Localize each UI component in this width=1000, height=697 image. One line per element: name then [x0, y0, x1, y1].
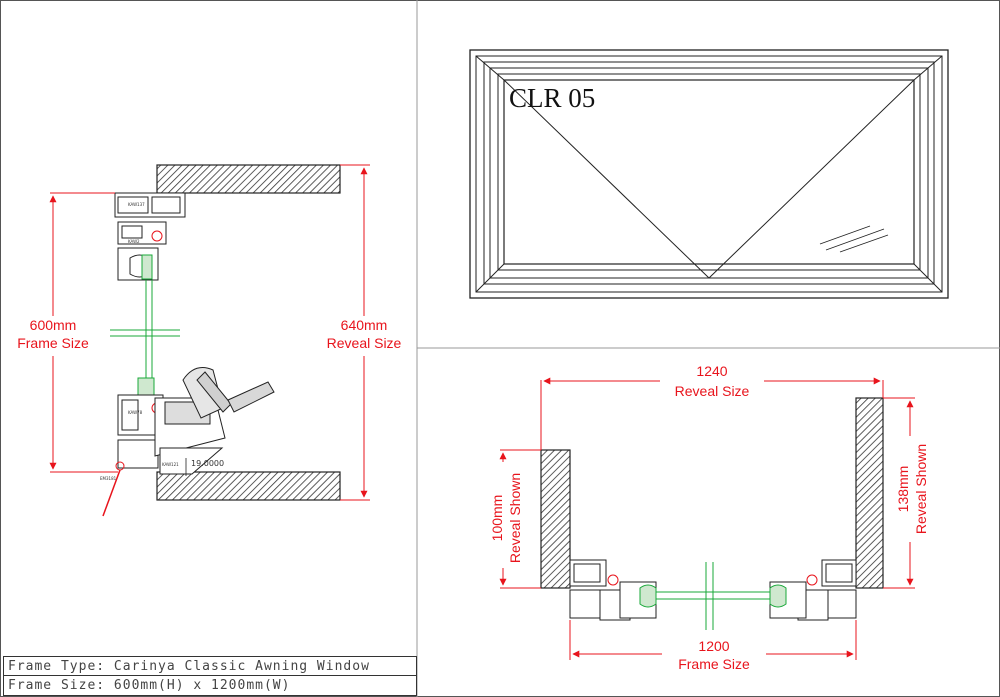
winder-handle	[182, 367, 275, 419]
frame-line	[483, 61, 935, 285]
right-reveal-label: Reveal Shown	[913, 444, 929, 534]
frame-bottom-value: 1200	[698, 638, 729, 654]
glass-reflection	[825, 228, 885, 251]
corner-line	[475, 55, 505, 81]
screen-arm	[102, 469, 121, 517]
corner-line	[913, 263, 943, 293]
frame-bottom-label: Frame Size	[678, 656, 750, 672]
outer-frame	[469, 49, 949, 299]
glass-reflection	[839, 234, 889, 253]
code-label: KAW2	[128, 239, 140, 244]
right-reveal-dim-bg	[892, 436, 932, 542]
sash-line	[497, 73, 921, 271]
right-wall	[855, 397, 884, 589]
reveal-top-dim-bg	[660, 362, 764, 400]
code-label: KAW78	[128, 410, 143, 415]
corner-line	[475, 263, 505, 293]
plan-section-view: 1240 Reveal Size 1200 Frame Size 100mm R…	[486, 362, 932, 674]
reveal-dim-label: Reveal Size	[327, 335, 402, 351]
left-frame-profile	[569, 559, 657, 621]
side-section-view: KAW137 KAW2 KAW78 KAW121 19.0000	[10, 164, 408, 517]
frame-dim-label: Frame Size	[17, 335, 89, 351]
left-reveal-label: Reveal Shown	[507, 473, 523, 563]
title-frame-type: Frame Type: Carinya Classic Awning Windo…	[3, 656, 417, 676]
reveal-top-label: Reveal Size	[675, 383, 750, 399]
right-reveal-value: 138mm	[895, 466, 911, 513]
frame-bottom-dim-bg	[662, 636, 766, 674]
elevation-view: CLR 05	[469, 49, 949, 299]
frame-dim-value: 600mm	[30, 317, 77, 333]
top-frame-profile	[114, 192, 186, 281]
code-label: EM3181	[100, 476, 117, 481]
left-reveal-value: 100mm	[489, 495, 505, 542]
opening-indicator	[503, 79, 710, 279]
glass-reflection	[819, 225, 871, 245]
left-reveal-dim-bg	[486, 462, 526, 568]
glass-edge	[503, 79, 915, 265]
top-wall	[156, 164, 341, 194]
frame-dim-bg	[10, 316, 96, 356]
reveal-top-value: 1240	[696, 363, 727, 379]
code-label: KAW121	[162, 462, 179, 467]
title-frame-size: Frame Size: 600mm(H) x 1200mm(W)	[3, 676, 417, 696]
reveal-dim-value: 640mm	[341, 317, 388, 333]
code-label: KAW137	[128, 202, 145, 207]
right-frame-profile	[769, 559, 857, 621]
window-code: CLR 05	[509, 83, 595, 113]
frame-line	[475, 55, 943, 293]
spacer-value: 19.0000	[191, 459, 224, 468]
left-wall	[540, 449, 571, 589]
bottom-wall	[156, 471, 341, 501]
opening-indicator	[708, 79, 915, 279]
corner-line	[913, 55, 943, 81]
reveal-dim-bg	[320, 316, 408, 356]
